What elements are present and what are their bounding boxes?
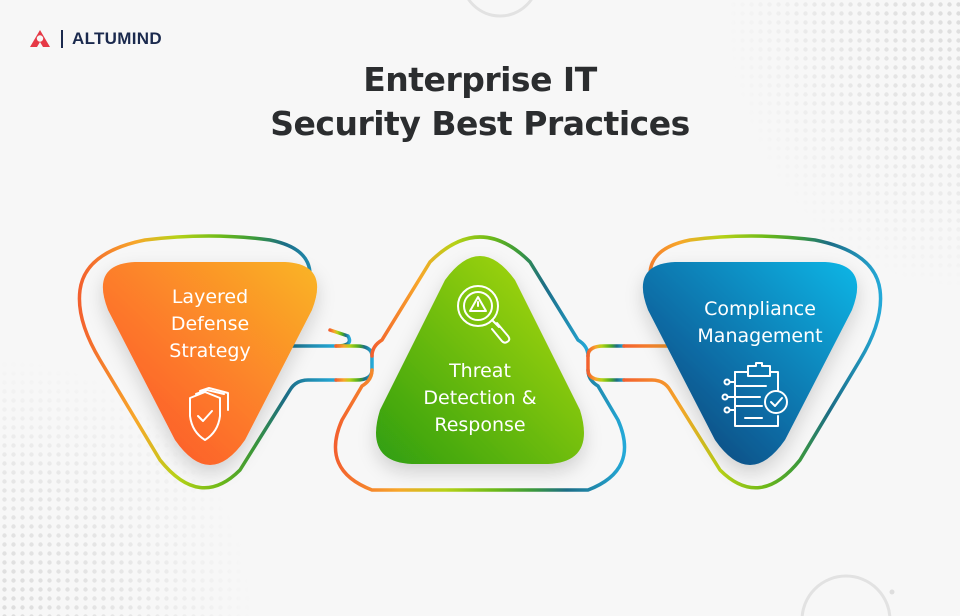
step-1-shape <box>102 262 318 465</box>
step-1-label-line: Defense <box>170 313 250 335</box>
logo-divider <box>61 30 63 48</box>
brand-logo[interactable]: ALTUMIND <box>28 28 162 50</box>
clipboard-check-icon <box>721 362 788 427</box>
step-1-label: Layered Defense Strategy <box>110 284 310 365</box>
altumind-logo-icon <box>30 30 50 47</box>
step-3-shape <box>642 262 858 465</box>
brand-name: ALTUMIND <box>72 29 162 48</box>
step-2-label-line: Response <box>434 414 526 436</box>
step-3-label: Compliance Management <box>650 296 870 350</box>
shield-check-icon <box>189 387 229 441</box>
magnifier-warning-icon <box>457 285 511 344</box>
step-3-label-line: Management <box>697 325 823 347</box>
step-3-label-line: Compliance <box>704 298 816 320</box>
step-1-label-line: Layered <box>171 286 249 308</box>
page-title: Enterprise IT Security Best Practices <box>0 58 960 146</box>
title-line-1: Enterprise IT <box>363 60 597 99</box>
step-1-label-line: Strategy <box>169 340 251 362</box>
step-2-label-line: Detection & <box>423 387 537 409</box>
title-line-2: Security Best Practices <box>270 104 690 143</box>
step-2-label-line: Threat <box>449 360 511 382</box>
step-2-label: Threat Detection & Response <box>380 358 580 439</box>
step-2-shape <box>376 256 584 464</box>
